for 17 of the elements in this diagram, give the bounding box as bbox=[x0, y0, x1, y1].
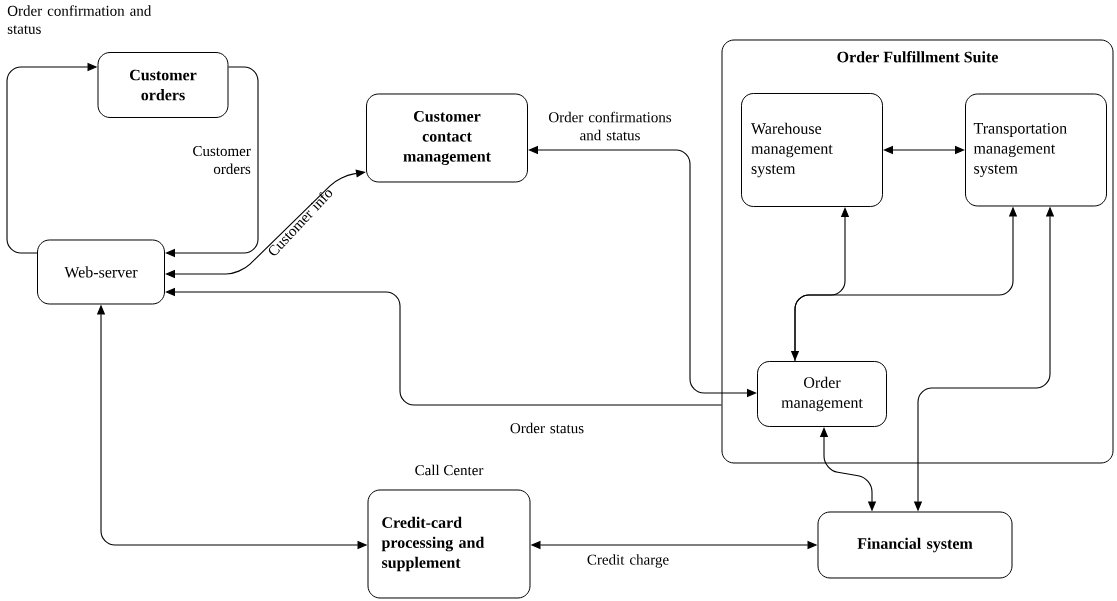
arrow bbox=[165, 66, 259, 258]
process-box: Financial system bbox=[817, 511, 1013, 579]
caption-label: Call Center bbox=[415, 464, 484, 476]
edge-label: Order confirmations and status bbox=[548, 111, 672, 141]
edge-label: Credit charge bbox=[587, 554, 669, 568]
edge-label: Order status bbox=[510, 422, 584, 434]
process-box: Customer orders bbox=[97, 52, 229, 118]
process-box: Customer contact management bbox=[366, 93, 528, 183]
process-box: Warehouse management system bbox=[741, 93, 883, 207]
arrow bbox=[883, 145, 965, 155]
edge-label: Order confirmation and status bbox=[7, 5, 152, 34]
arrow bbox=[165, 169, 366, 279]
process-box: Web-server bbox=[37, 239, 165, 305]
process-box: Order management bbox=[757, 361, 887, 427]
edge-label: Customer orders bbox=[193, 145, 251, 175]
process-box: Credit-card processing and supplement bbox=[367, 489, 531, 599]
process-box: Transportation management system bbox=[965, 93, 1107, 207]
